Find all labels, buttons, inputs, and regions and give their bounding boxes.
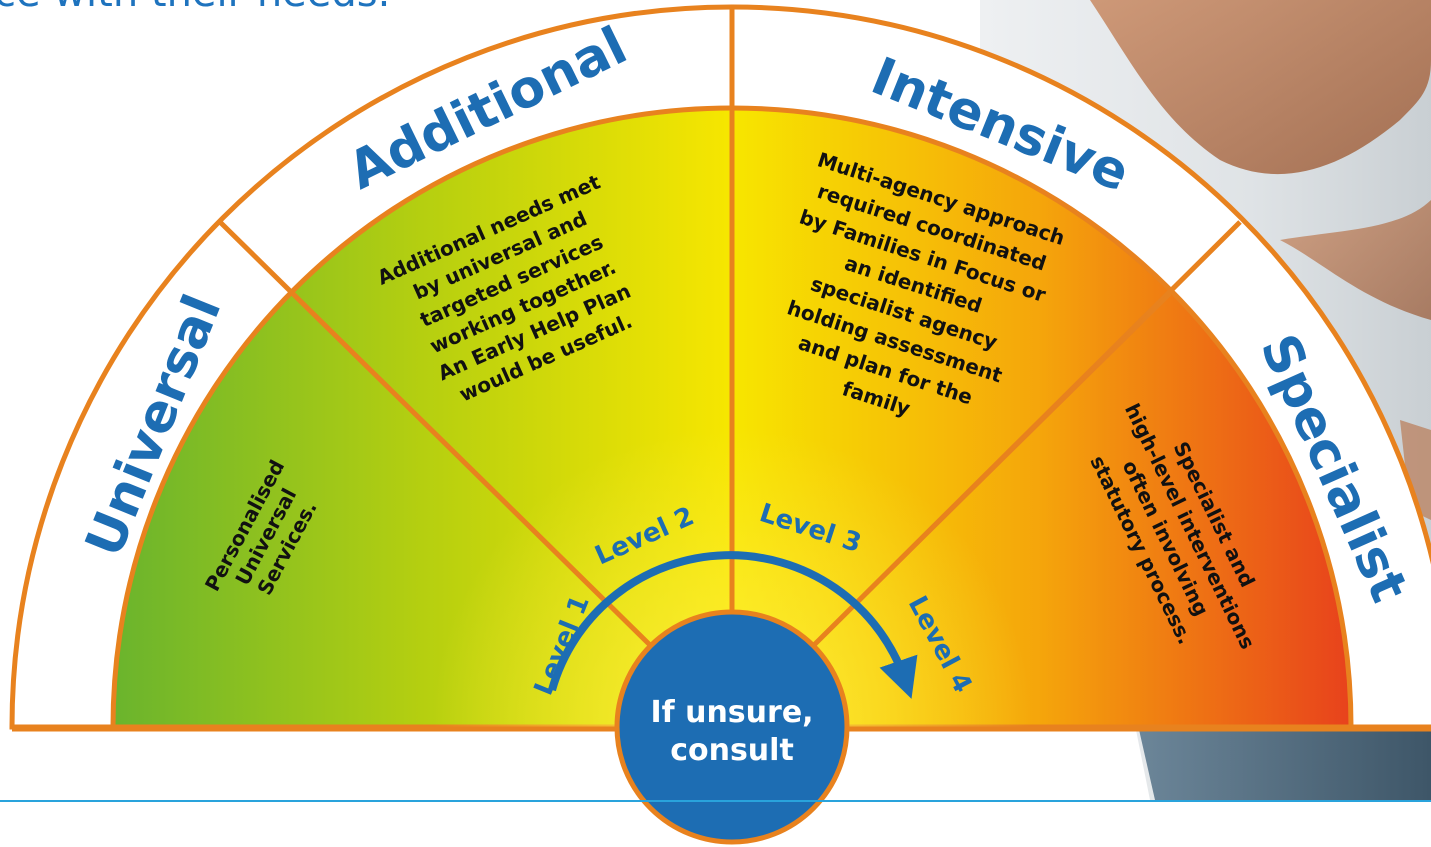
- consult-line-2: consult: [670, 733, 794, 768]
- bottom-rule: [0, 800, 1431, 802]
- level-arc-arrow: [548, 551, 918, 699]
- consult-circle[interactable]: [614, 609, 850, 845]
- consult-line-1: If unsure,: [650, 695, 813, 730]
- header-text-fragment: ce with their needs.: [0, 0, 390, 16]
